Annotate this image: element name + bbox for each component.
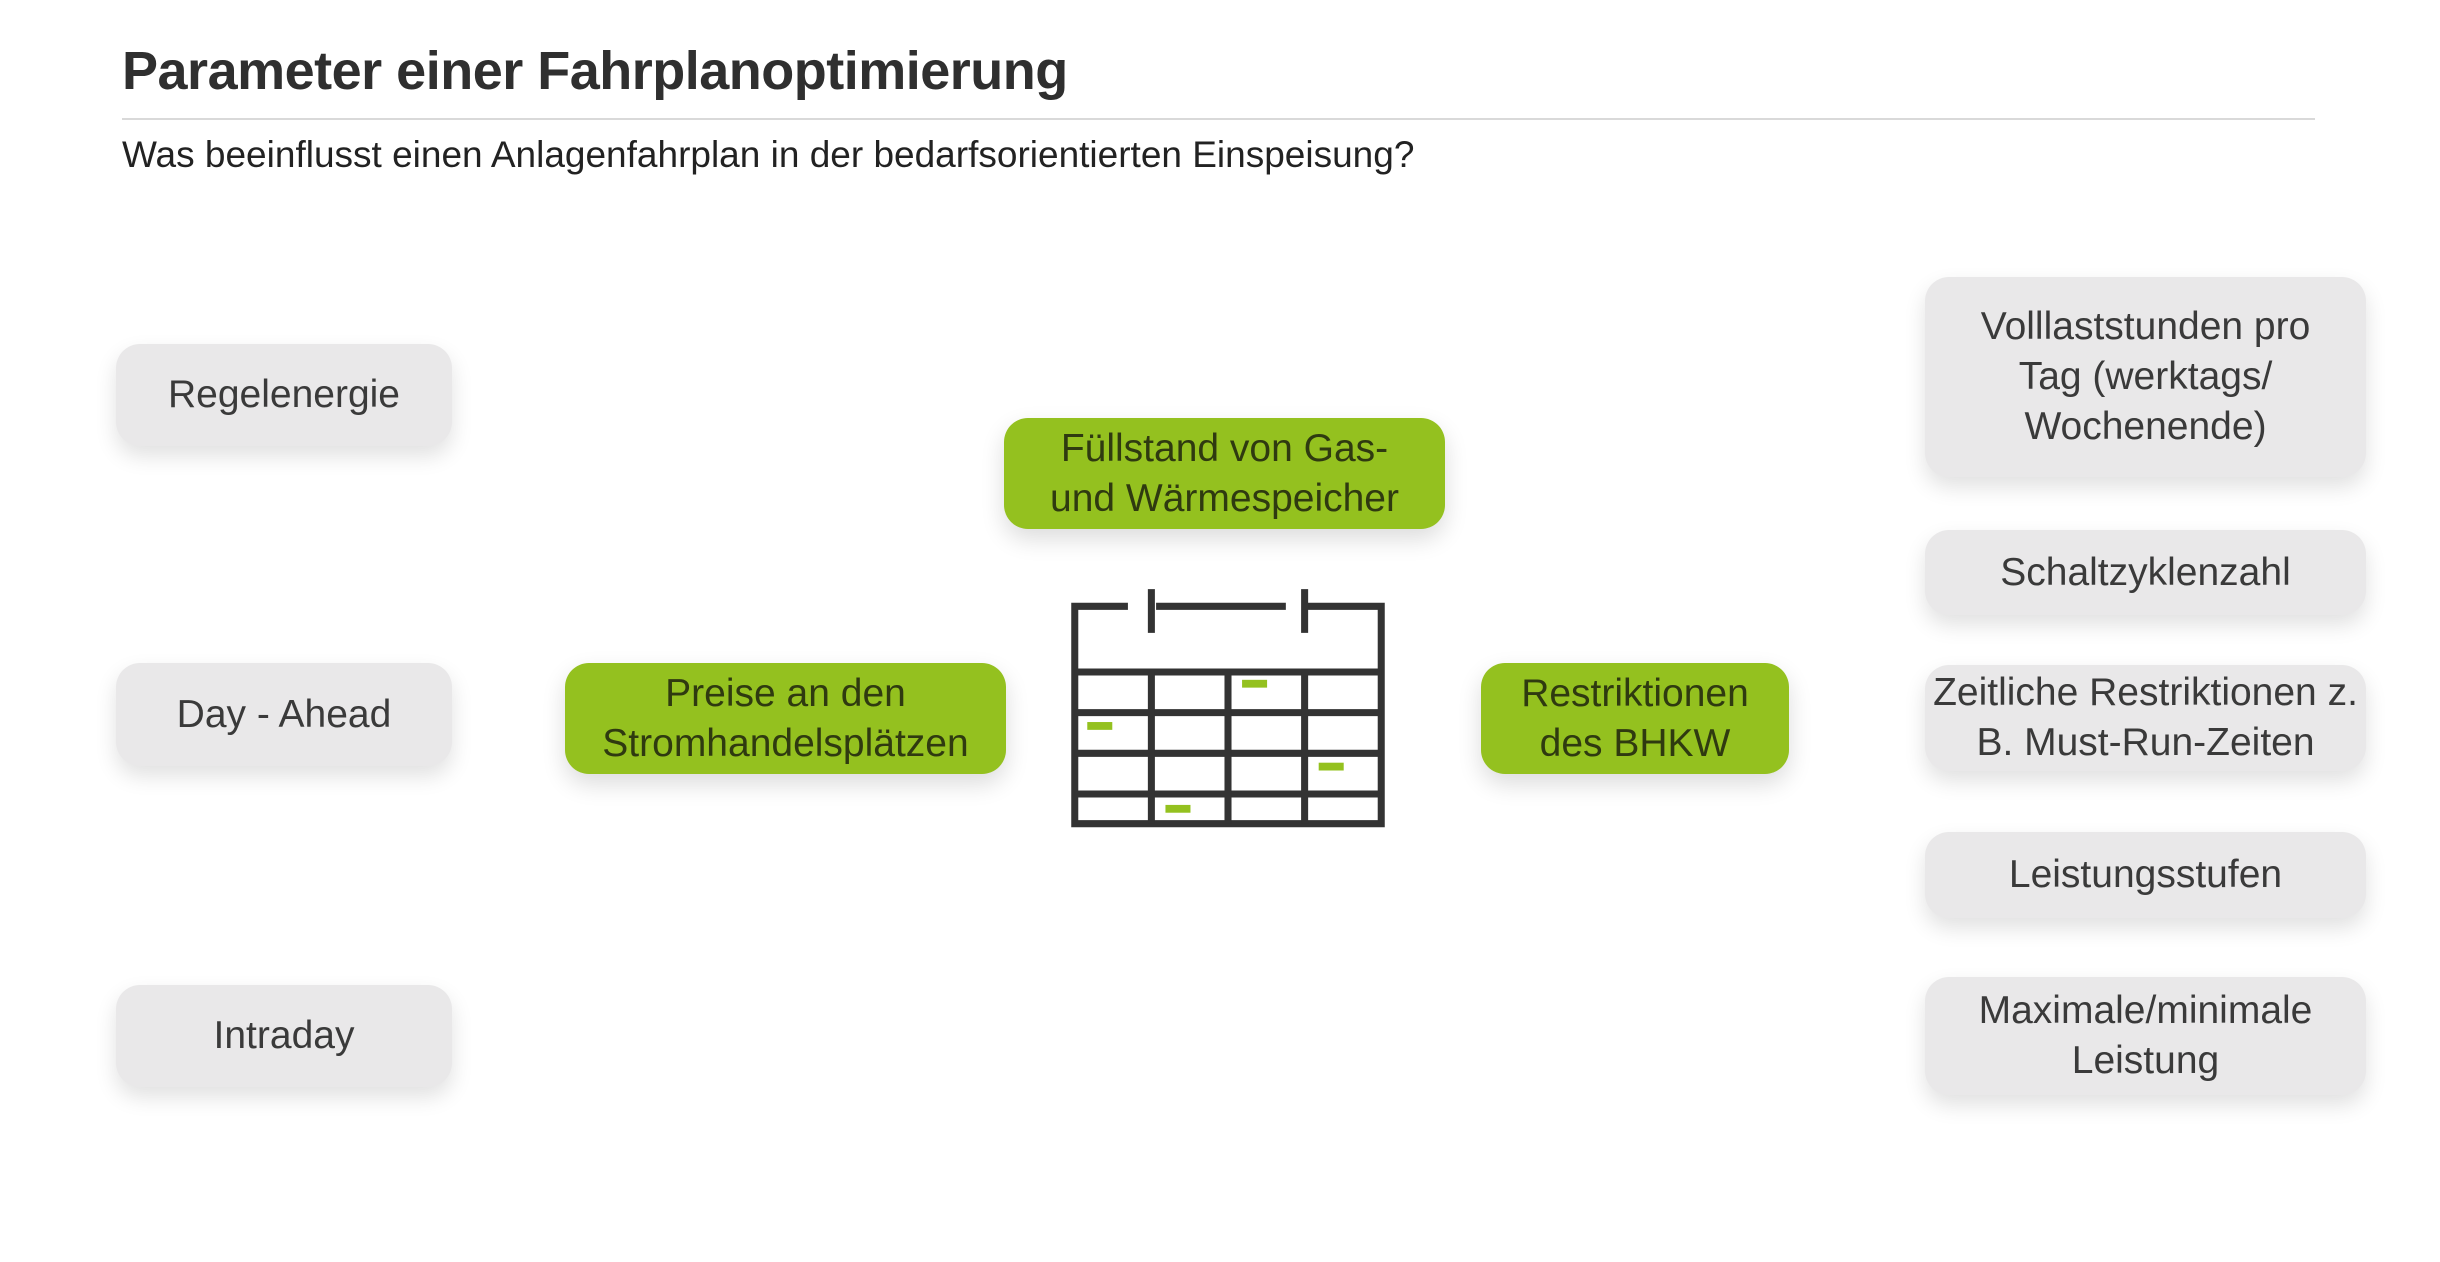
- page-title: Parameter einer Fahrplanoptimierung: [122, 41, 1068, 101]
- market-day-ahead: Day - Ahead: [116, 663, 452, 766]
- calendar-icon: [1071, 589, 1385, 828]
- factor-restrictions: Restriktionen des BHKW: [1481, 663, 1789, 774]
- calendar-mark: [1318, 762, 1344, 771]
- restriction-switching-cycles: Schaltzyklenzahl: [1925, 530, 2366, 615]
- title-divider: [122, 118, 2315, 120]
- factor-prices: Preise an den Stromhandelsplätzen: [565, 663, 1006, 774]
- market-regelenergie: Regelenergie: [116, 344, 452, 446]
- factor-storage: Füllstand von Gas- und Wärmespeicher: [1004, 418, 1445, 529]
- restriction-max-min-power: Maximale/minimale Leistung: [1925, 977, 2366, 1095]
- market-intraday: Intraday: [116, 985, 452, 1087]
- restriction-power-levels: Leistungsstufen: [1925, 832, 2366, 918]
- calendar-mark: [1242, 679, 1268, 688]
- page-subtitle: Was beeinflusst einen Anlagenfahrplan in…: [122, 134, 1415, 175]
- calendar-mark: [1165, 804, 1191, 813]
- calendar-mark: [1087, 722, 1113, 730]
- restriction-time: Zeitliche Restriktionen z. B. Must-Run-Z…: [1925, 665, 2366, 771]
- restriction-full-load-hours: Volllaststunden pro Tag (werktags/ Woche…: [1925, 277, 2366, 477]
